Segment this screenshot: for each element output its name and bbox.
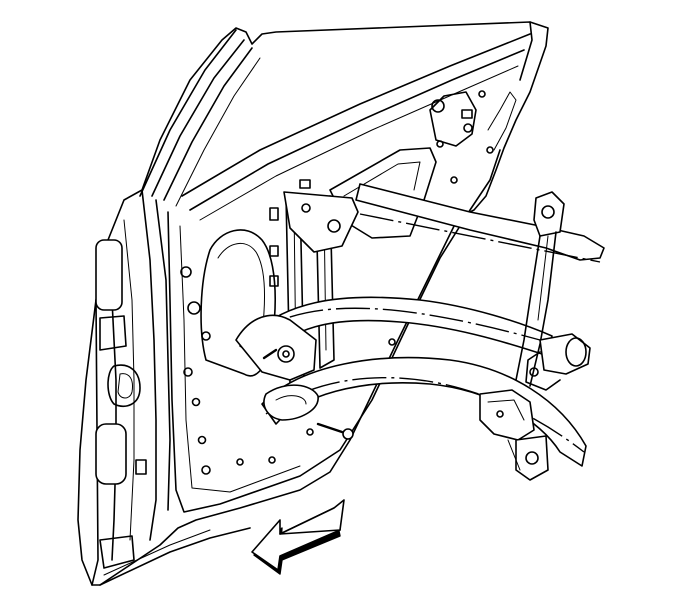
window-regulator-illustration bbox=[235, 183, 605, 481]
front-direction-arrow-icon bbox=[251, 499, 345, 575]
